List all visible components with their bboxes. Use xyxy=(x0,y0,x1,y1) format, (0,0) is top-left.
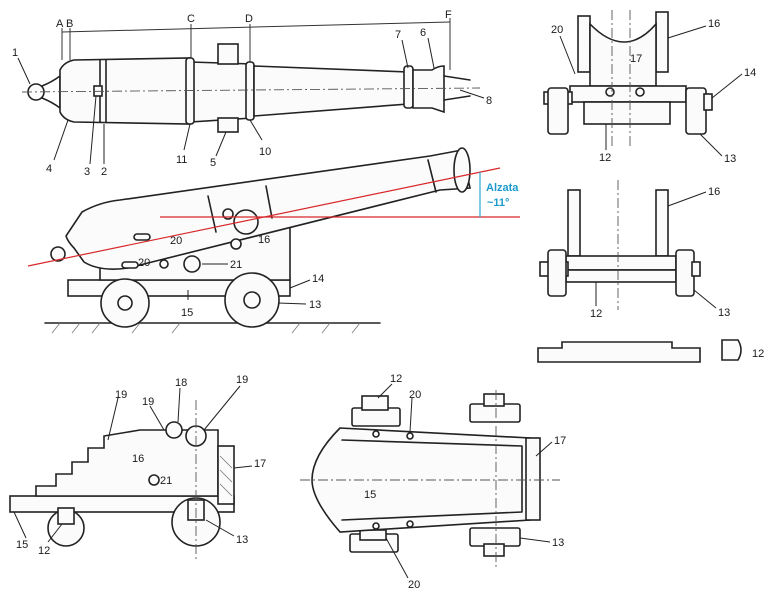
elevation-angle: ~11° xyxy=(487,197,509,209)
label-8: 8 xyxy=(486,95,492,107)
label-16: 16 xyxy=(708,18,720,30)
letter-b: B xyxy=(66,18,73,30)
label-13: 13 xyxy=(236,534,248,546)
front-view-top: 20 16 17 14 13 12 xyxy=(543,10,756,165)
letter-c: C xyxy=(187,13,195,25)
label-13: 13 xyxy=(718,307,730,319)
label-20a: 20 xyxy=(409,389,421,401)
label-11: 11 xyxy=(176,154,187,166)
label-20: 20 xyxy=(551,24,563,36)
label-19b: 19 xyxy=(142,396,154,408)
label-4: 4 xyxy=(46,163,52,175)
label-10: 10 xyxy=(259,146,271,158)
label-12: 12 xyxy=(390,373,402,385)
label-12-axle: 12 xyxy=(752,348,764,360)
label-19a: 19 xyxy=(115,389,127,401)
label-1: 1 xyxy=(12,47,18,59)
label-13: 13 xyxy=(552,537,564,549)
label-21: 21 xyxy=(230,259,242,271)
label-7: 7 xyxy=(395,29,401,41)
label-14: 14 xyxy=(744,67,756,79)
label-20: 20 xyxy=(170,235,182,247)
label-17: 17 xyxy=(630,53,642,65)
label-6: 6 xyxy=(420,27,426,39)
label-13: 13 xyxy=(309,299,321,311)
label-12: 12 xyxy=(38,545,50,557)
label-16: 16 xyxy=(132,453,144,465)
label-17: 17 xyxy=(554,435,566,447)
elevation-title: Alzata xyxy=(486,182,519,194)
letter-a: A xyxy=(56,18,64,30)
label-14: 14 xyxy=(312,273,324,285)
label-2: 2 xyxy=(101,166,107,178)
label-15: 15 xyxy=(364,489,376,501)
label-3: 3 xyxy=(84,166,90,178)
label-16: 16 xyxy=(708,186,720,198)
label-12: 12 xyxy=(599,152,611,164)
side-view: Alzata ~11° 13 14 15 16 20 20 21 xyxy=(27,147,520,334)
letter-f: F xyxy=(445,9,452,21)
letter-d: D xyxy=(245,13,253,25)
label-21: 21 xyxy=(160,475,172,487)
plan-view: 12 20 15 17 13 20 xyxy=(300,373,566,591)
label-15: 15 xyxy=(181,307,193,319)
label-16: 16 xyxy=(258,234,270,246)
label-13: 13 xyxy=(724,153,736,165)
rear-side-view: 19 19 19 18 16 17 21 13 15 12 xyxy=(9,374,266,560)
front-view-bottom: 16 13 12 xyxy=(539,180,730,320)
label-20b: 20 xyxy=(408,579,420,591)
axle-piece: 12 xyxy=(537,339,764,363)
label-17: 17 xyxy=(254,458,266,470)
label-5: 5 xyxy=(210,157,216,169)
barrel-view: A B C D F 1 2 3 4 5 6 7 8 10 11 xyxy=(12,9,492,178)
label-15: 15 xyxy=(16,539,28,551)
label-12: 12 xyxy=(590,308,602,320)
label-18: 18 xyxy=(175,377,187,389)
label-20b: 20 xyxy=(138,257,150,269)
label-19c: 19 xyxy=(236,374,248,386)
